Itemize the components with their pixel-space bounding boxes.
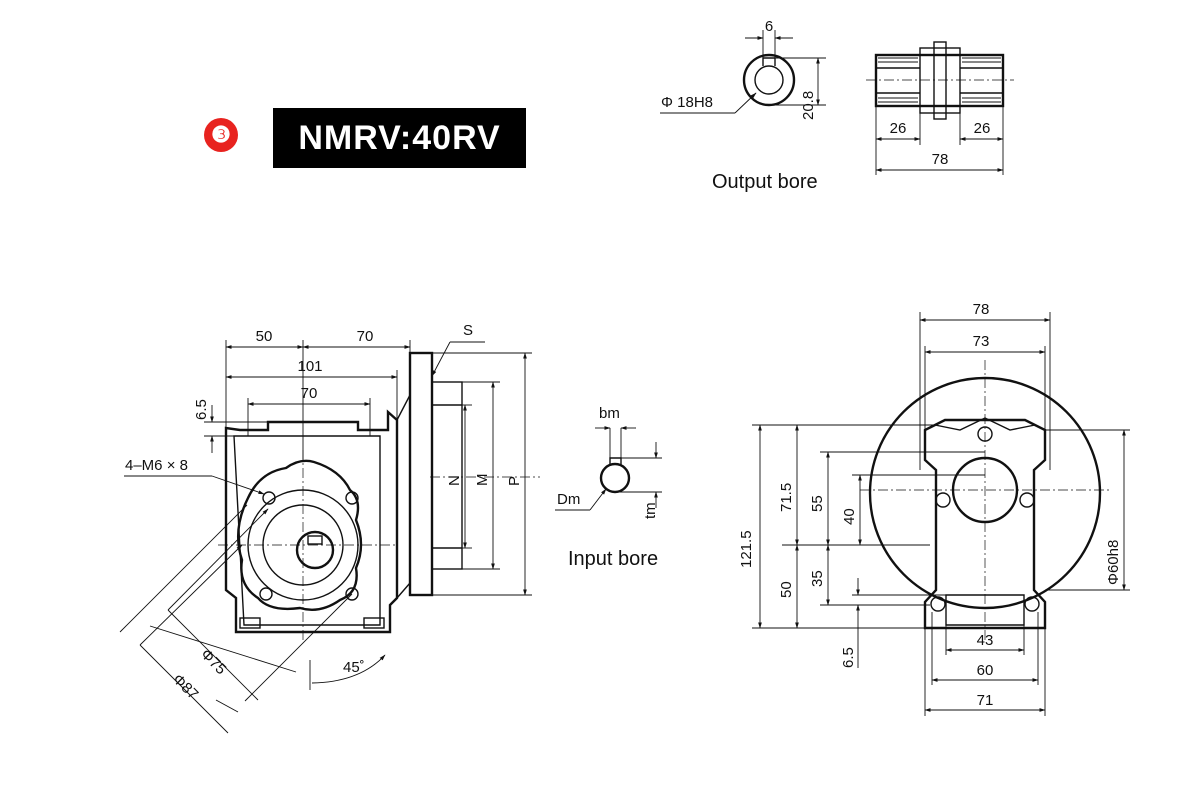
width-73-label: 73	[973, 333, 990, 350]
dim-P-label: P	[506, 476, 523, 486]
bm-label: bm	[599, 405, 620, 422]
tap-spec-label: 4–M6 × 8	[125, 457, 188, 474]
motor-flange	[237, 459, 363, 611]
total-length-label: 78	[932, 151, 949, 168]
gearbox-body	[923, 418, 1047, 630]
model-title: NMRV:40RV	[273, 108, 526, 168]
dia-60h8-label: Φ60h8	[1105, 540, 1122, 585]
output-bore-section: 6 20.8 Φ 18H8 26 26	[660, 18, 1014, 193]
dim-70-label: 70	[301, 385, 318, 402]
input-bore-caption: Input bore	[568, 548, 658, 570]
height-40-label: 40	[841, 508, 858, 525]
dim-N-label: N	[446, 475, 463, 486]
input-bore-section: bm tm Dm Input bore	[555, 405, 662, 570]
height-55-label: 55	[809, 495, 826, 512]
height-71-5-label: 71.5	[778, 483, 795, 512]
height-121-5-label: 121.5	[738, 530, 755, 568]
tap-hole-2	[345, 491, 359, 505]
dim-70-top-label: 70	[357, 328, 374, 345]
side-right-label: 26	[974, 120, 991, 137]
tm-label: tm	[642, 502, 659, 519]
output-bore-caption: Output bore	[712, 171, 818, 193]
input-bore-hole	[295, 530, 335, 570]
tap-hole-4	[345, 587, 359, 601]
angle-45-label: 45˚	[343, 659, 365, 676]
tap-hole-1	[262, 491, 276, 505]
output-keyway	[762, 57, 776, 66]
dim-S-label: S	[463, 322, 473, 339]
dia-75-label: Φ75	[197, 646, 229, 678]
height-6-5-label: 6.5	[840, 647, 857, 668]
keyway-width-label: 6	[765, 18, 773, 35]
dim-6-5-label: 6.5	[193, 399, 210, 420]
tap-hole-3	[259, 587, 273, 601]
side-view: 78 73 121.5 71.5 50 55 35 40 6.5	[738, 301, 1130, 716]
step-number-badge: ❸	[204, 118, 238, 152]
bore-diameter-label: Φ 18H8	[661, 94, 713, 111]
dim-50-label: 50	[256, 328, 273, 345]
output-shaft-section	[866, 41, 1014, 120]
gearbox-housing	[224, 409, 399, 634]
output-bore-inner-circle	[754, 65, 784, 95]
height-35-label: 35	[809, 570, 826, 587]
side-left-label: 26	[890, 120, 907, 137]
height-50-label: 50	[778, 581, 795, 598]
dim-101-label: 101	[297, 358, 322, 375]
front-view: 50 70 101 70 6.5 4–M6 × 8 S N M	[119, 322, 540, 734]
dia-87-label: Φ87	[169, 671, 201, 703]
dm-label: Dm	[557, 491, 580, 508]
flange-plate	[408, 351, 434, 597]
input-bore-circle	[599, 462, 631, 494]
key-height-label: 20.8	[800, 91, 817, 120]
width-43-label: 43	[977, 632, 994, 649]
width-71-label: 71	[977, 692, 994, 709]
dim-M-label: M	[474, 474, 491, 487]
width-60-label: 60	[977, 662, 994, 679]
width-78-label: 78	[973, 301, 990, 318]
